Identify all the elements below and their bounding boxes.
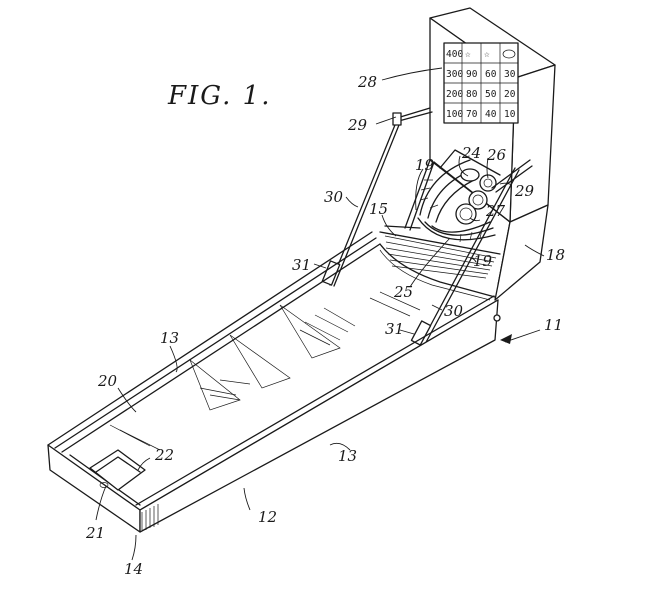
score-cell: 200: [446, 89, 463, 100]
housing-side: [494, 204, 549, 301]
figure-title: FIG. 1.: [167, 81, 272, 111]
target-hole: [479, 174, 497, 192]
score-cell: 90: [466, 69, 478, 80]
score-cell: 80: [466, 89, 478, 100]
ball-trough: [89, 449, 146, 491]
ref-22: 22: [154, 446, 174, 464]
ref-29: 29: [514, 182, 535, 200]
score-cell: 100: [446, 109, 463, 120]
leader-lines: [95, 67, 545, 561]
side-wall: [139, 299, 499, 533]
ref-25: 25: [393, 283, 413, 301]
ref-31: 31: [385, 320, 404, 338]
ref-19: 19: [473, 252, 493, 270]
ref-27: 27: [485, 202, 506, 220]
trough-hole: [99, 482, 109, 488]
ref-30: 30: [444, 302, 464, 320]
bolt: [493, 314, 501, 322]
ref-26: 26: [486, 146, 507, 164]
strut-bracket: [392, 112, 402, 126]
target-hole: [468, 190, 488, 210]
score-cell: 60: [485, 69, 497, 80]
ref-29: 29: [347, 116, 368, 134]
score-cell: 50: [485, 89, 497, 100]
ref-18: 18: [546, 246, 565, 264]
score-cell: 40: [485, 109, 497, 120]
ref-13: 13: [338, 447, 357, 465]
arrow-icon: [500, 334, 512, 344]
score-cell: 10: [504, 109, 516, 120]
ref-30: 30: [324, 188, 344, 206]
ref-31: 31: [292, 256, 311, 274]
target-hole: [455, 203, 477, 225]
score-values: 400 ☆ ☆ 300 90 60 30 200 80 50 20 100 70…: [446, 49, 516, 120]
ref-20: 20: [97, 372, 118, 390]
ref-19: 19: [415, 156, 435, 174]
score-cell: 70: [466, 109, 478, 120]
ref-15: 15: [369, 200, 388, 218]
reference-numerals: 28 29 29 24 26 19 19 30 30 15 27 18 25 3…: [85, 73, 565, 578]
score-cell: 400: [446, 49, 463, 60]
ref-14: 14: [124, 560, 143, 578]
target-housing: [379, 149, 549, 301]
strut-bracket: [321, 260, 341, 286]
score-cell: 20: [504, 89, 516, 100]
score-cell: 30: [504, 69, 516, 80]
star-cell: ☆: [465, 49, 471, 60]
target-hole: [460, 168, 480, 182]
star-cell: ☆: [484, 49, 490, 60]
ref-28: 28: [357, 73, 377, 91]
ref-12: 12: [258, 508, 277, 526]
ref-11: 11: [544, 316, 563, 334]
alley: [47, 231, 501, 533]
ref-24: 24: [461, 144, 481, 162]
ref-21: 21: [85, 524, 105, 542]
score-cell: 300: [446, 69, 463, 80]
lamp-icon: [502, 49, 516, 59]
ref-13: 13: [160, 329, 179, 347]
